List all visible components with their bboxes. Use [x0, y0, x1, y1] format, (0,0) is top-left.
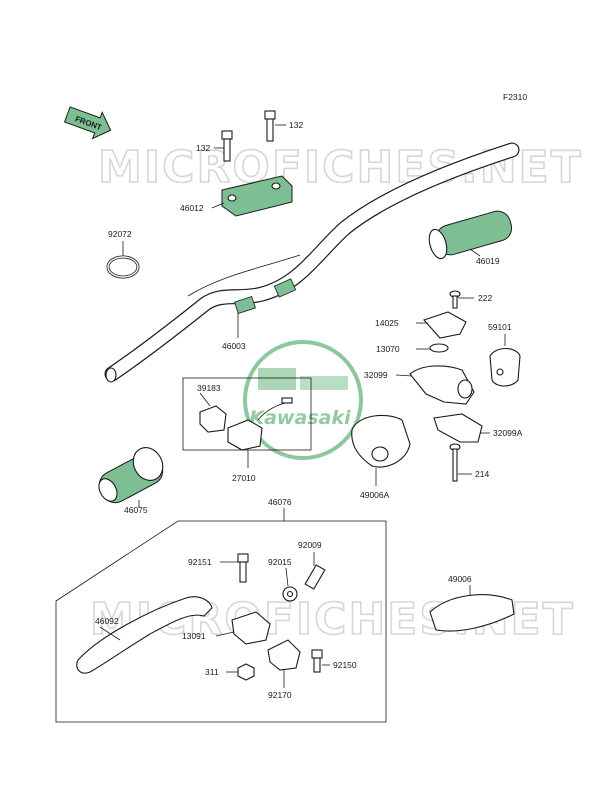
bolt-132-left	[221, 130, 233, 162]
housing-49006a	[351, 414, 411, 468]
label-46003: 46003	[222, 341, 246, 351]
bracket-13091	[231, 611, 271, 645]
label-132-right: 132	[289, 120, 303, 130]
label-214: 214	[475, 469, 489, 479]
label-311: 311	[205, 667, 219, 677]
lever-box-frame	[55, 520, 387, 723]
label-39183: 39183	[197, 383, 221, 393]
screw-214	[449, 443, 461, 482]
clamp-92170	[267, 639, 301, 671]
case-32099a	[433, 413, 483, 443]
label-222: 222	[478, 293, 492, 303]
label-132-left: 132	[196, 143, 210, 153]
label-46076: 46076	[268, 497, 292, 507]
label-92015: 92015	[268, 557, 292, 567]
label-92009: 92009	[298, 540, 322, 550]
label-32099a: 32099A	[493, 428, 523, 438]
switch-39183	[199, 405, 227, 433]
cover-14025	[423, 311, 467, 339]
label-59101: 59101	[488, 322, 512, 332]
label-13091: 13091	[182, 631, 206, 641]
guide-59101	[489, 347, 521, 387]
kawasaki-logo-text: Kawasaki	[249, 407, 351, 429]
label-49006a: 49006A	[360, 490, 390, 500]
label-46075: 46075	[124, 505, 148, 515]
handguard-49006	[429, 594, 515, 632]
adjuster-92009	[304, 564, 326, 590]
kawasaki-logo: Kawasaki	[243, 340, 363, 460]
label-14025: 14025	[375, 318, 399, 328]
label-92170: 92170	[268, 690, 292, 700]
bolt-92150	[311, 649, 323, 673]
label-46019: 46019	[476, 256, 500, 266]
nut-92015	[282, 586, 298, 602]
switch-body-27010	[227, 397, 293, 451]
label-92072: 92072	[108, 229, 132, 239]
label-27010: 27010	[232, 473, 256, 483]
grip-46075	[98, 447, 164, 504]
clip-92072	[106, 255, 140, 279]
label-49006: 49006	[448, 574, 472, 584]
bolt-92151	[237, 553, 249, 583]
bolt-132-right	[264, 110, 276, 142]
screw-222	[449, 290, 461, 309]
case-32099	[409, 365, 475, 405]
label-32099: 32099	[364, 370, 388, 380]
diagram-code: F2310	[503, 92, 527, 102]
label-92150: 92150	[333, 660, 357, 670]
grip-46019	[428, 210, 513, 260]
part-labels: 132 132 46012 92072 46003 46019 222 1402…	[95, 120, 523, 700]
label-13070: 13070	[376, 344, 400, 354]
label-92151: 92151	[188, 557, 212, 567]
nut-311	[237, 663, 255, 681]
leader-lines	[99, 124, 506, 688]
label-46092: 46092	[95, 616, 119, 626]
clamp-46012	[221, 175, 293, 217]
front-arrow-icon: FRONT	[63, 106, 112, 140]
switch-box-frame	[182, 377, 312, 451]
label-46012: 46012	[180, 203, 204, 213]
ring-13070	[429, 343, 449, 353]
handlebar	[104, 142, 520, 383]
lever-46092	[76, 596, 213, 674]
